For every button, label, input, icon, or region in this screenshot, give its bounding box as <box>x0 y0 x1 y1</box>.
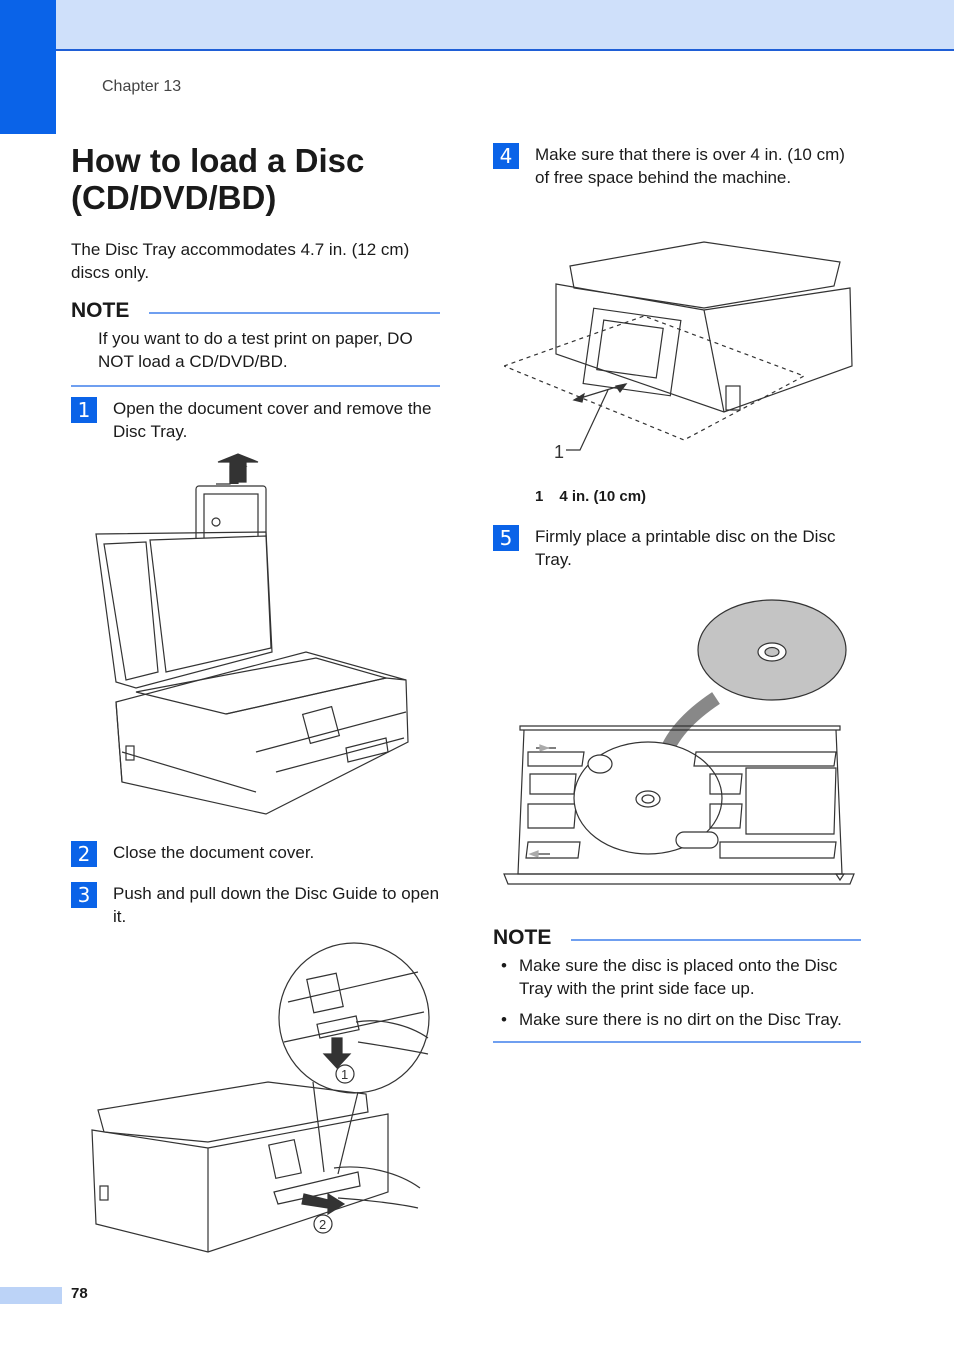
step-text: Open the document cover and remove the D… <box>113 399 432 441</box>
list-item: •Make sure there is no dirt on the Disc … <box>501 1010 842 1029</box>
note-bottom-rule <box>493 1041 861 1043</box>
down-arrow-icon <box>322 1037 352 1069</box>
note-rule <box>571 939 861 941</box>
callout-2: 2 <box>319 1217 326 1232</box>
page-title: How to load a Disc (CD/DVD/BD) <box>71 142 365 216</box>
list-item: •Make sure the disc is placed onto the D… <box>501 956 838 998</box>
bullet: • <box>501 956 507 975</box>
step-text: Make sure that there is over 4 in. (10 c… <box>535 145 845 187</box>
step-text: Close the document cover. <box>113 843 315 862</box>
chapter-tab-block <box>0 0 56 134</box>
chapter-label: Chapter 13 <box>102 78 182 95</box>
illustration-remove-disc-tray <box>95 453 409 815</box>
header-band <box>56 0 954 51</box>
step-3: 3 Push and pull down the Disc Guide to o… <box>71 882 446 932</box>
note-box-disc-placement: NOTE •Make sure the disc is placed onto … <box>493 926 861 1043</box>
note-text: If you want to do a test print on paper,… <box>98 329 413 371</box>
step-number-badge: 1 <box>71 397 97 423</box>
page-number: 78 <box>71 1285 88 1302</box>
illustration-open-disc-guide: 1 2 <box>91 942 430 1253</box>
intro-paragraph: The Disc Tray accommodates 4.7 in. (12 c… <box>71 240 410 282</box>
note-rule <box>149 312 440 314</box>
callout-space: 1 <box>554 442 564 462</box>
note-list: •Make sure the disc is placed onto the D… <box>493 954 861 1031</box>
step-1: 1 Open the document cover and remove the… <box>71 397 446 447</box>
illustration-disc-on-tray <box>503 599 855 885</box>
footer-band <box>0 1287 62 1304</box>
step-2: 2 Close the document cover. <box>71 841 446 869</box>
bullet: • <box>501 1010 507 1029</box>
step-number-badge: 3 <box>71 882 97 908</box>
step-number-badge: 5 <box>493 525 519 551</box>
step-text: Push and pull down the Disc Guide to ope… <box>113 884 440 926</box>
illustration-free-space-behind: 1 <box>504 241 853 462</box>
step-number-badge: 2 <box>71 841 97 867</box>
note-box-test-print: NOTE If you want to do a test print on p… <box>71 299 440 387</box>
up-arrow-icon <box>217 453 259 483</box>
step-4: 4 Make sure that there is over 4 in. (10… <box>493 143 863 215</box>
step-text: Firmly place a printable disc on the Dis… <box>535 527 836 569</box>
pull-arrow-icon <box>301 1192 346 1216</box>
note-heading: NOTE <box>493 926 861 952</box>
callout-1: 1 <box>341 1067 348 1082</box>
step-number-badge: 4 <box>493 143 519 169</box>
step-5: 5 Firmly place a printable disc on the D… <box>493 525 863 575</box>
note-heading: NOTE <box>71 299 440 325</box>
note-bottom-rule <box>71 385 440 387</box>
